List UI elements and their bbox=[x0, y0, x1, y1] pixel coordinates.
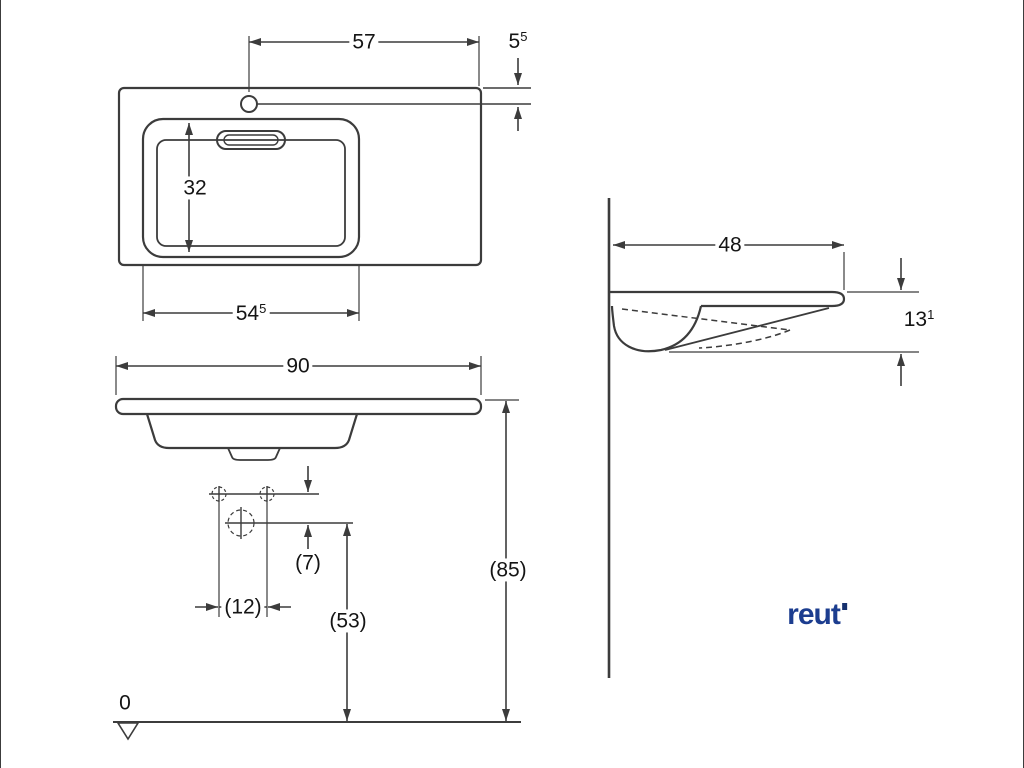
slab-side bbox=[610, 290, 846, 308]
dim-57-label: 57 bbox=[349, 30, 379, 54]
bowl-front bbox=[145, 413, 359, 450]
overflow-slot-inner bbox=[223, 134, 279, 146]
dim-54-5-label: 545 bbox=[232, 300, 270, 326]
bowl-side bbox=[610, 305, 703, 353]
tap-hole bbox=[240, 95, 258, 113]
bowl-underside bbox=[664, 307, 830, 351]
dim-48-label: 48 bbox=[715, 233, 745, 257]
hidden-line-2 bbox=[698, 329, 791, 349]
dim-32-label: 32 bbox=[180, 176, 210, 200]
dim-90-label: 90 bbox=[283, 354, 313, 378]
logo-text: reut bbox=[787, 598, 841, 631]
front-view bbox=[113, 356, 521, 741]
dim-53-label: (53) bbox=[326, 609, 370, 633]
basin-rim bbox=[141, 117, 361, 259]
hidden-line-1 bbox=[621, 308, 791, 331]
logo-mark-icon bbox=[841, 603, 847, 610]
slab-front bbox=[114, 397, 483, 416]
drill-hole-left bbox=[211, 486, 227, 502]
dim-12-label: (12) bbox=[221, 595, 265, 619]
reuter-logo: reut bbox=[787, 598, 847, 632]
dim-85-label: (85) bbox=[486, 558, 530, 582]
drain-front bbox=[227, 447, 281, 461]
dim-5-5-label: 55 bbox=[505, 28, 531, 54]
drill-hole-right bbox=[259, 486, 275, 502]
datum-triangle-icon bbox=[116, 722, 140, 741]
countertop-outline bbox=[117, 86, 483, 267]
side-view bbox=[607, 198, 919, 678]
dim-7-label: (7) bbox=[292, 551, 324, 575]
basin-inner bbox=[156, 139, 346, 247]
drill-hole-big bbox=[227, 509, 255, 537]
dim-13-1-label: 131 bbox=[903, 306, 935, 331]
datum-zero-label: 0 bbox=[119, 691, 131, 715]
overflow-slot bbox=[216, 130, 286, 150]
